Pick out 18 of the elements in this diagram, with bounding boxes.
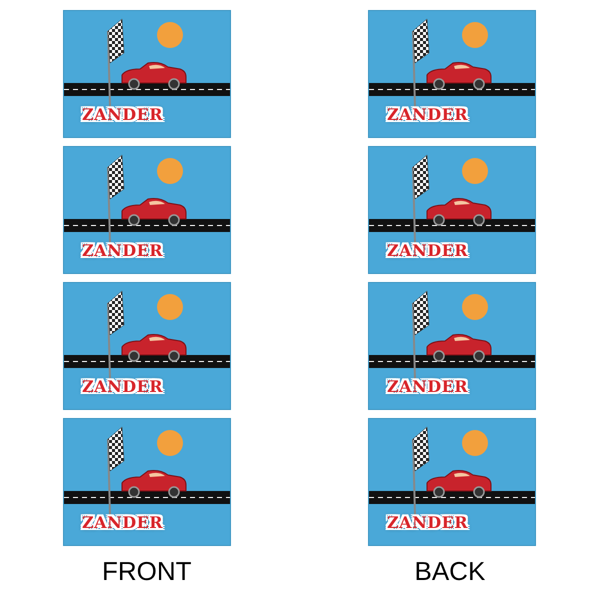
- name-text: ZANDER: [82, 242, 164, 260]
- side-label: FRONT: [102, 556, 192, 586]
- placemat: [368, 282, 536, 410]
- name-text: ZANDER: [387, 106, 468, 124]
- placemat: [63, 146, 231, 274]
- name-text: ZANDER: [387, 378, 468, 396]
- placemat: [63, 418, 231, 546]
- name-text: ZANDER: [387, 514, 468, 532]
- placemat: [368, 146, 536, 274]
- placemat: [368, 418, 536, 546]
- placemat: [63, 10, 231, 138]
- name-text: ZANDER: [82, 378, 164, 396]
- placemat: [368, 10, 536, 138]
- name-text: ZANDER: [82, 514, 164, 532]
- name-text: ZANDER: [82, 106, 164, 124]
- placemat: [63, 282, 231, 410]
- side-label: BACK: [414, 556, 486, 586]
- name-text: ZANDER: [387, 242, 468, 260]
